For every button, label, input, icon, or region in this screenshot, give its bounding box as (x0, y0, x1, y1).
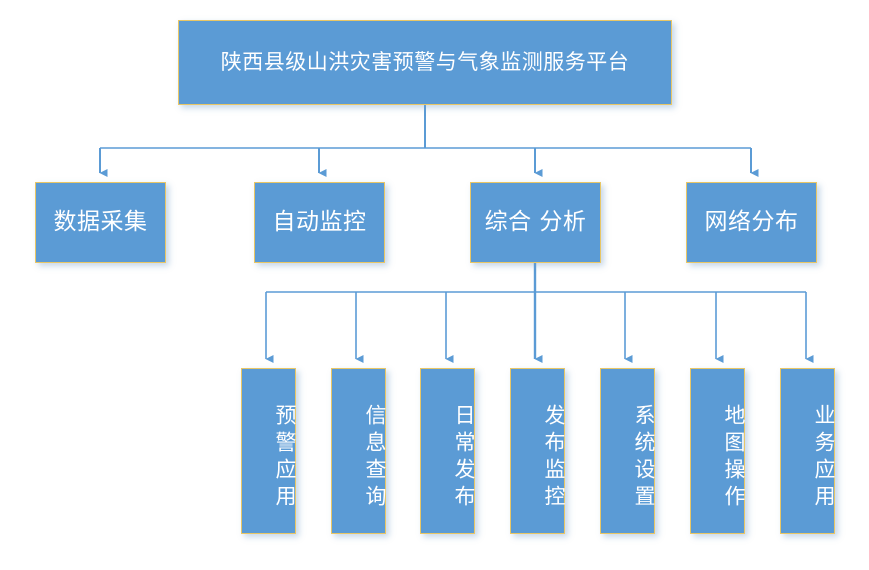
node-level3-information-query[interactable]: 信息查询 (331, 368, 387, 534)
node-level3-release-monitoring[interactable]: 发布监控 (510, 368, 566, 534)
node-level3-business-application[interactable]: 业务应用 (780, 368, 836, 534)
node-level2-comprehensive-analysis[interactable]: 综合 分析 (470, 182, 601, 263)
connector-level2-drops (99, 148, 759, 177)
node-level2-network-distribution[interactable]: 网络分布 (686, 182, 817, 263)
node-level3-warning-application[interactable]: 预警应用 (241, 368, 297, 534)
node-level3-map-operation[interactable]: 地图操作 (690, 368, 746, 534)
node-level3-system-settings[interactable]: 系统设置 (600, 368, 656, 534)
connector-level3-drops (265, 292, 814, 363)
node-level3-daily-release[interactable]: 日常发布 (420, 368, 476, 534)
node-level2-auto-monitoring[interactable]: 自动监控 (254, 182, 385, 263)
node-level2-data-collection[interactable]: 数据采集 (35, 182, 166, 263)
node-root-platform[interactable]: 陕西县级山洪灾害预警与气象监测服务平台 (178, 20, 672, 105)
